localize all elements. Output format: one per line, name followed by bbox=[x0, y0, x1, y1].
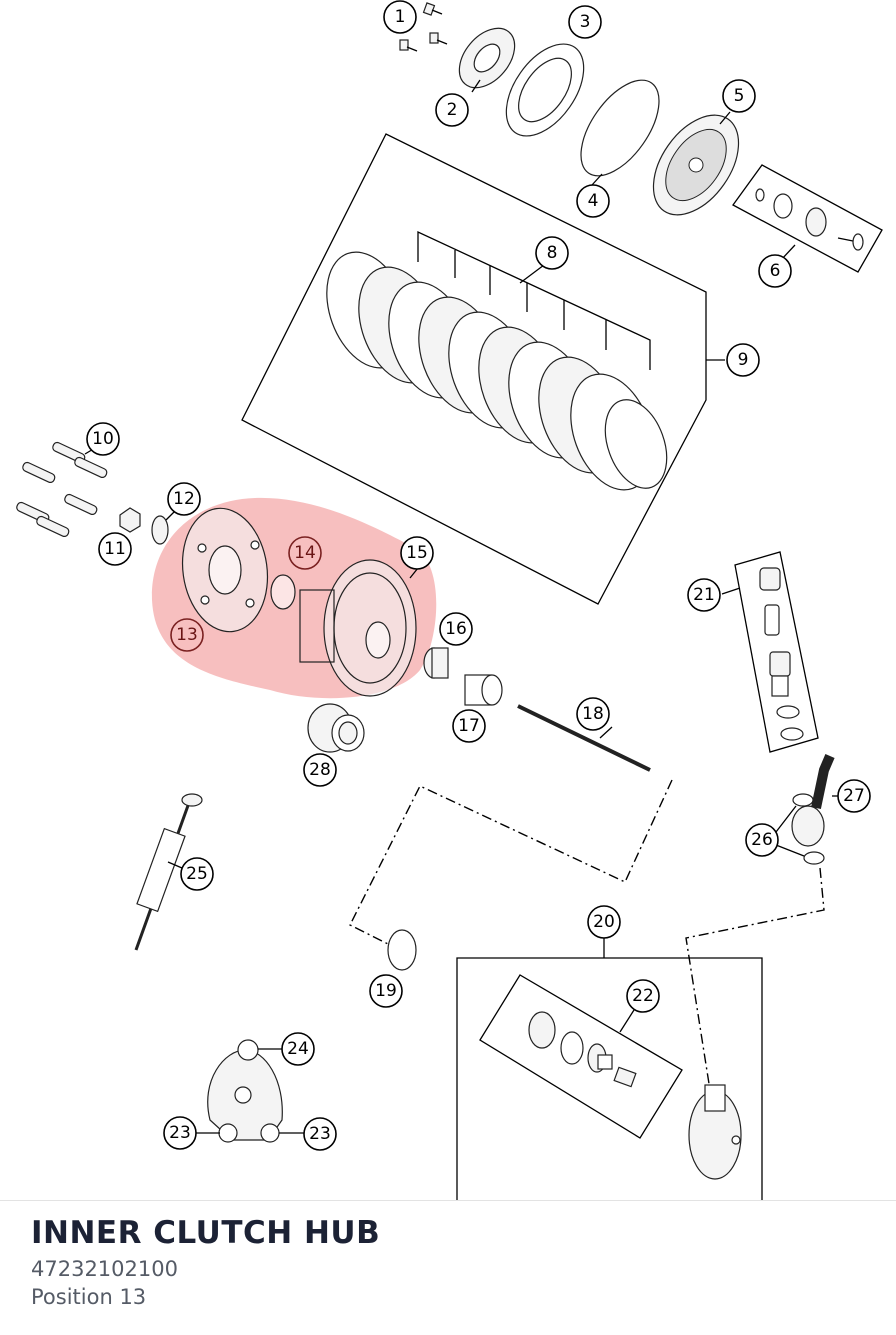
svg-text:14: 14 bbox=[294, 543, 316, 563]
callout-24[interactable]: 24 bbox=[281, 1032, 315, 1066]
lock-washer-item-12 bbox=[151, 515, 169, 545]
o-ring-large bbox=[580, 79, 660, 177]
callout-1[interactable]: 1 bbox=[383, 0, 417, 34]
svg-text:9: 9 bbox=[738, 350, 749, 370]
svg-text:20: 20 bbox=[593, 912, 615, 932]
callout-23-right[interactable]: 23 bbox=[303, 1117, 337, 1151]
inner-clutch-hub bbox=[181, 507, 269, 633]
banjo-fitting bbox=[775, 754, 840, 865]
pins-item-10 bbox=[16, 441, 108, 538]
svg-text:11: 11 bbox=[104, 539, 126, 559]
callout-6[interactable]: 6 bbox=[758, 254, 792, 288]
svg-text:5: 5 bbox=[734, 86, 745, 106]
svg-text:3: 3 bbox=[580, 12, 591, 32]
part-name: INNER CLUTCH HUB bbox=[31, 1215, 381, 1251]
push-rod bbox=[517, 704, 651, 772]
callout-13[interactable]: 13 bbox=[170, 618, 204, 652]
syringe bbox=[134, 793, 203, 951]
callout-22[interactable]: 22 bbox=[626, 979, 660, 1013]
washer-item-14 bbox=[270, 574, 296, 610]
callout-27[interactable]: 27 bbox=[837, 779, 871, 813]
nut-item-11 bbox=[119, 507, 141, 533]
svg-text:8: 8 bbox=[547, 243, 558, 263]
callout-14[interactable]: 14 bbox=[288, 536, 322, 570]
needle-bearing bbox=[423, 647, 449, 679]
svg-text:18: 18 bbox=[582, 704, 604, 724]
callout-9[interactable]: 9 bbox=[726, 343, 760, 377]
svg-text:10: 10 bbox=[92, 429, 114, 449]
clutch-basket bbox=[299, 559, 417, 697]
part-info-panel: INNER CLUTCH HUB 47232102100 Position 13 bbox=[0, 1200, 896, 1335]
svg-text:26: 26 bbox=[751, 830, 773, 850]
svg-text:13: 13 bbox=[176, 625, 198, 645]
svg-text:6: 6 bbox=[770, 261, 781, 281]
callout-19[interactable]: 19 bbox=[369, 974, 403, 1008]
callout-17[interactable]: 17 bbox=[452, 709, 486, 743]
bolt-parts bbox=[399, 2, 448, 52]
callout-2[interactable]: 2 bbox=[435, 93, 469, 127]
svg-text:15: 15 bbox=[406, 543, 428, 563]
svg-text:17: 17 bbox=[458, 716, 480, 736]
callout-16[interactable]: 16 bbox=[439, 612, 473, 646]
svg-text:2: 2 bbox=[447, 100, 458, 120]
dashed-line-slave bbox=[685, 867, 825, 1091]
svg-text:19: 19 bbox=[375, 981, 397, 1001]
primary-gear bbox=[307, 703, 365, 753]
svg-text:16: 16 bbox=[445, 619, 467, 639]
callout-5[interactable]: 5 bbox=[722, 79, 756, 113]
part-number: 47232102100 bbox=[31, 1257, 178, 1281]
bearing-plate bbox=[458, 27, 516, 89]
callout-8[interactable]: 8 bbox=[535, 236, 569, 270]
clutch-pack-box bbox=[241, 133, 725, 605]
svg-text:27: 27 bbox=[843, 786, 865, 806]
callout-3[interactable]: 3 bbox=[568, 5, 602, 39]
svg-text:1: 1 bbox=[395, 7, 406, 27]
box-item-6 bbox=[732, 164, 883, 273]
callout-18[interactable]: 18 bbox=[576, 697, 610, 731]
o-ring-small bbox=[387, 929, 417, 971]
callout-15[interactable]: 15 bbox=[400, 536, 434, 570]
clutch-slave-housing bbox=[196, 1039, 305, 1143]
part-position: Position 13 bbox=[31, 1285, 147, 1309]
pressure-cap bbox=[652, 114, 740, 216]
svg-text:4: 4 bbox=[588, 191, 599, 211]
box-item-20 bbox=[456, 938, 763, 1200]
svg-text:23: 23 bbox=[169, 1123, 191, 1143]
callout-28[interactable]: 28 bbox=[303, 753, 337, 787]
svg-text:28: 28 bbox=[309, 760, 331, 780]
callout-25[interactable]: 25 bbox=[180, 857, 214, 891]
callout-11[interactable]: 11 bbox=[98, 532, 132, 566]
callout-10[interactable]: 10 bbox=[86, 422, 120, 456]
clutch-disc bbox=[505, 43, 585, 137]
exploded-parts-diagram: 1 2 3 4 5 6 8 9 10 11 12 13 14 15 16 17 … bbox=[16, 0, 883, 1200]
svg-text:23: 23 bbox=[309, 1124, 331, 1144]
svg-text:24: 24 bbox=[287, 1039, 309, 1059]
callout-4[interactable]: 4 bbox=[576, 184, 610, 218]
callout-21[interactable]: 21 bbox=[687, 578, 721, 612]
callout-23-left[interactable]: 23 bbox=[163, 1116, 197, 1150]
svg-text:25: 25 bbox=[186, 864, 208, 884]
callout-12[interactable]: 12 bbox=[167, 482, 201, 516]
callout-26[interactable]: 26 bbox=[745, 823, 779, 857]
svg-text:21: 21 bbox=[693, 585, 715, 605]
box-item-21 bbox=[721, 551, 819, 753]
svg-text:22: 22 bbox=[632, 986, 654, 1006]
spacer-bushing bbox=[464, 674, 503, 706]
callout-20[interactable]: 20 bbox=[587, 905, 621, 939]
svg-text:12: 12 bbox=[173, 489, 195, 509]
dashed-assembly-line bbox=[349, 779, 673, 946]
